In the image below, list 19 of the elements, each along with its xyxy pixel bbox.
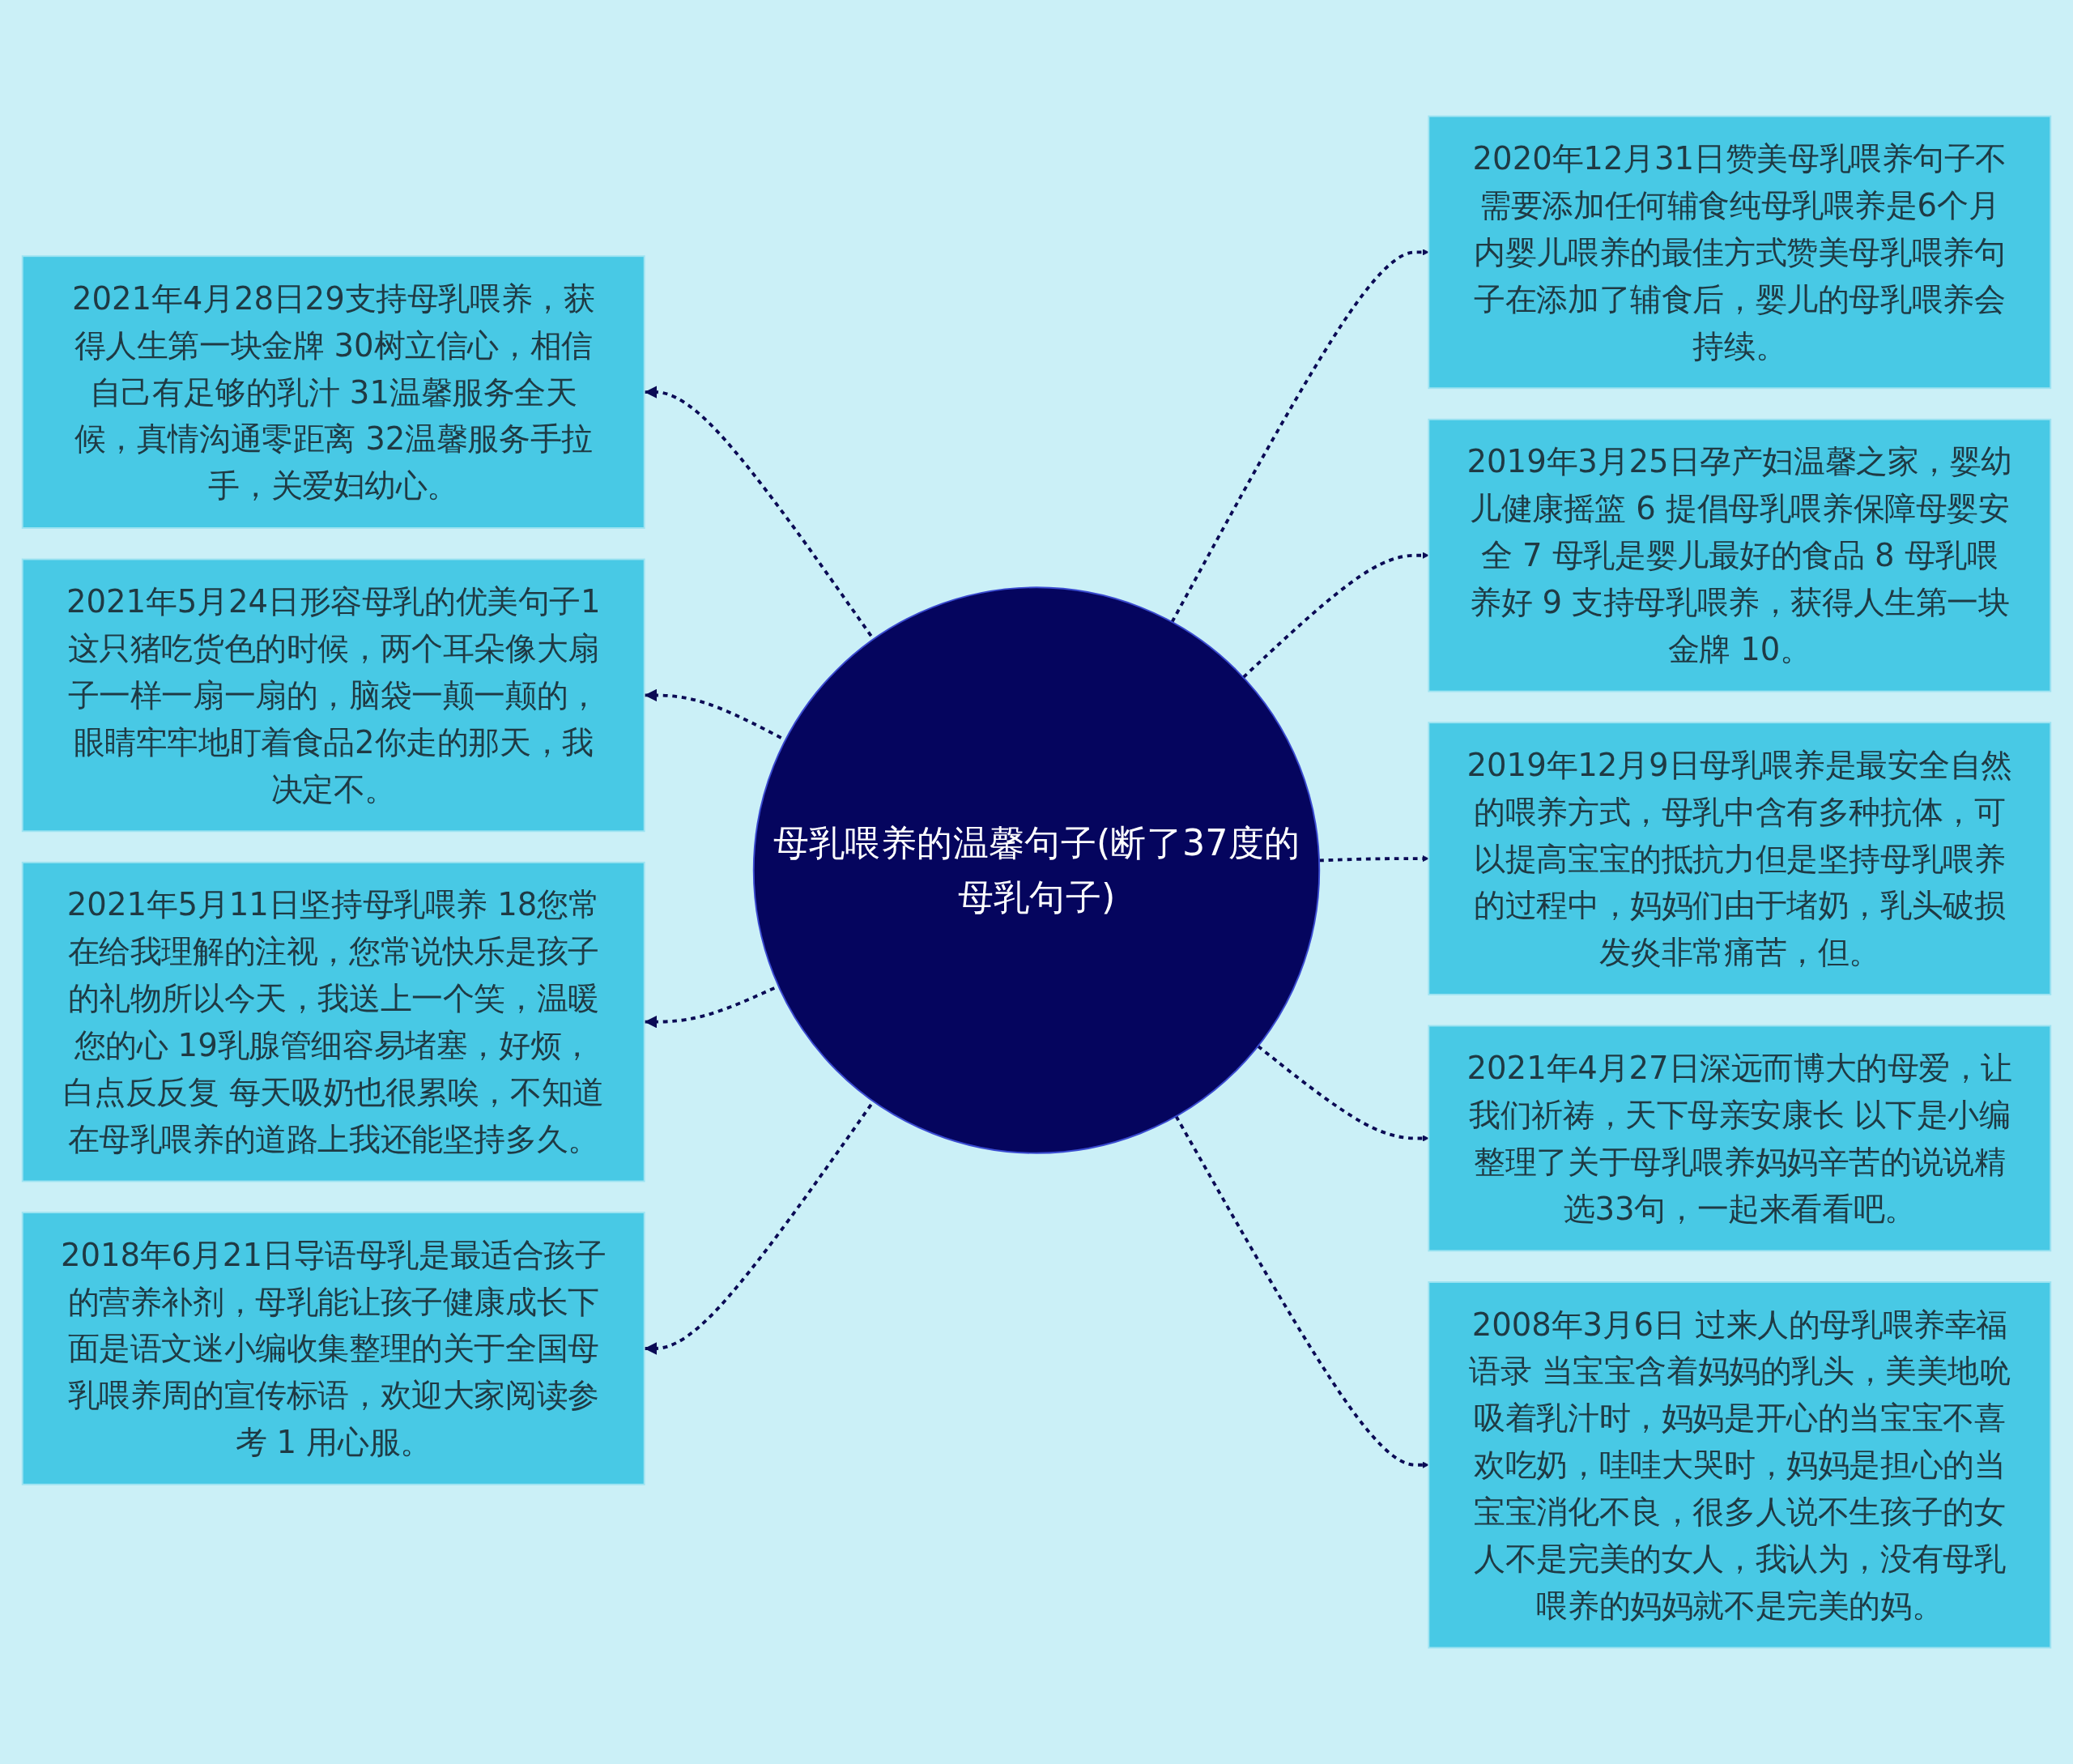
arrow	[1170, 249, 1429, 623]
node-circle: 母乳喂养的温馨句子(断了37度的母乳句子)	[752, 586, 1321, 1154]
node-box: 2018年6月21日导语母乳是最适合孩子的营养补剂，母乳能让孩子健康成长下面是语文迷小编收集整理的关于全国母乳喂养周的宣传标语，欢迎大家阅读参考 1 用心服。	[21, 1212, 645, 1485]
node-box: 2008年3月6日 过来人的母乳喂养幸福语录 当宝宝含着妈妈的乳头，美美地吮吸着乳汁时，妈妈是开心的当宝宝不喜欢吃奶，哇哇大哭时，妈妈是担心的当宝宝消化不良，很多人说不生孩子的女人不是完美的女人，我认为，没有母乳喂养的妈妈就不是完美的妈。	[1428, 1281, 2052, 1649]
arrow	[644, 986, 777, 1029]
node-box: 2021年4月28日29支持母乳喂养，获得人生第一块金牌 30树立信心，相信自己有足够的乳汁 31温馨服务全天候，真情沟通零距离 32温馨服务手拉手，关爱妇幼心。	[21, 255, 645, 529]
node-box: 2021年5月24日形容母乳的优美句子1这只猪吃货色的时候，两个耳朵像大扇子一样一扇一扇的，脑袋一颠一颠的，眼睛牢牢地盯着食品2你走的那天，我决定不。	[21, 558, 645, 833]
arrow	[644, 386, 873, 638]
node-box: 2021年4月27日深远而博大的母爱，让我们祈祷，天下母亲安康长 以下是小编整理了关于母乳喂养妈妈辛苦的说说精选33句，一起来看看吧。	[1428, 1025, 2052, 1252]
node-box: 2019年3月25日孕产妇温馨之家，婴幼儿健康摇篮 6 提倡母乳喂养保障母婴安全 7 母乳是婴儿最好的食品 8 母乳喂养好 9 支持母乳喂养，获得人生第一块金牌 10。	[1428, 418, 2052, 692]
arrow	[1242, 552, 1429, 679]
node-box: 2019年12月9日母乳喂养是最安全自然的喂养方式，母乳中含有多种抗体，可以提高宝宝的抵抗力但是坚持母乳喂养的过程中，妈妈们由于堵奶，乳头破损发炎非常痛苦，但。	[1428, 722, 2052, 995]
arrow	[1174, 1115, 1429, 1468]
arrow	[1318, 854, 1429, 863]
node-box: 2020年12月31日赞美母乳喂养句子不需要添加任何辅食纯母乳喂养是6个月内婴儿喂养的最佳方式赞美母乳喂养句子在添加了辅食后，婴儿的母乳喂养会持续。	[1428, 115, 2052, 390]
node-box: 2021年5月11日坚持母乳喂养 18您常在给我理解的注视，您常说快乐是孩子的礼物所以今天，我送上一个笑，温暖您的心 19乳腺管细容易堵塞，好烦，白点反反复 每天吸奶也很累唉，不知道在母乳喂养的道路上我还能坚持多久。	[21, 861, 645, 1182]
arrow	[644, 1102, 873, 1355]
arrow	[1257, 1045, 1429, 1142]
arrow	[644, 688, 784, 740]
